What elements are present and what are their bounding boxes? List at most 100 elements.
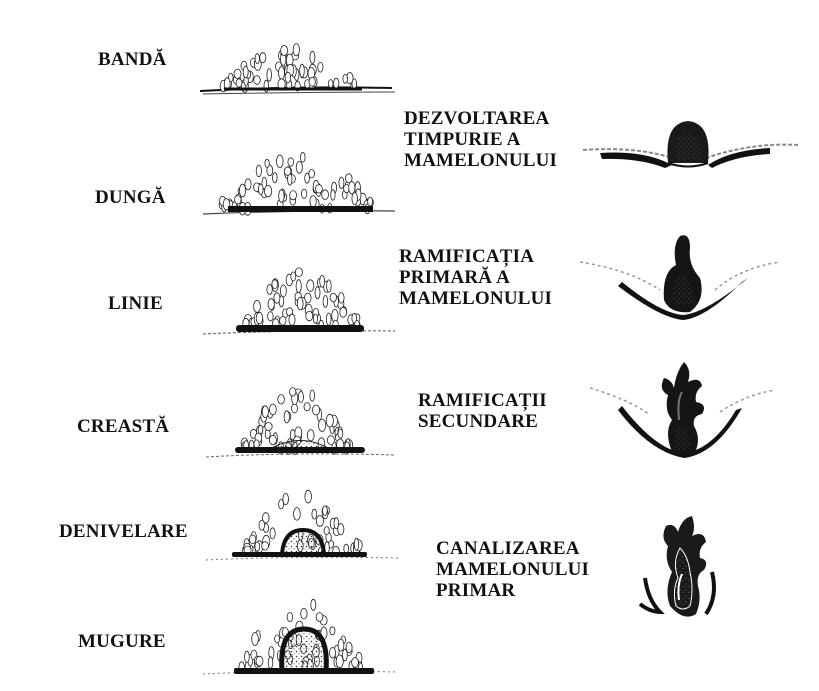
- epithelial-cell: [339, 293, 345, 304]
- epithelial-cell: [354, 538, 358, 550]
- epithelial-cell: [289, 314, 295, 325]
- epithelial-cell: [310, 196, 316, 208]
- epithelial-cell: [272, 280, 278, 289]
- epithelial-cell: [349, 181, 355, 194]
- epithelial-cell: [284, 411, 289, 423]
- epithelial-cell: [343, 74, 348, 83]
- epithelial-cell: [255, 54, 259, 64]
- epithelial-cell: [307, 280, 314, 292]
- primary-nipple-branching-drawing: [580, 235, 780, 320]
- epithelial-cell: [340, 307, 347, 317]
- epithelial-cell: [297, 297, 303, 310]
- epithelial-cell: [322, 190, 329, 200]
- epithelial-cell: [262, 542, 269, 550]
- epithelial-cell: [316, 613, 323, 622]
- mammary-bud-drawing: [203, 599, 398, 674]
- epithelial-cell: [280, 316, 286, 325]
- epithelial-cell: [258, 425, 263, 433]
- epidermal-ridge-drawing: [203, 152, 395, 215]
- epithelial-cell: [304, 403, 310, 411]
- epithelial-cell: [315, 287, 320, 299]
- epithelial-cell: [243, 66, 248, 78]
- epithelial-cell: [265, 185, 272, 196]
- epithelial-cell: [290, 191, 297, 200]
- epithelial-cell: [338, 524, 344, 535]
- epithelial-cell: [268, 657, 273, 669]
- epithelial-cell: [278, 395, 285, 404]
- epithelial-cell: [277, 155, 284, 168]
- epithelial-cell: [269, 435, 276, 444]
- epithelial-cell: [254, 300, 261, 312]
- epithelial-cell: [245, 179, 251, 190]
- epithelial-cell: [346, 642, 352, 653]
- epithelial-cell: [275, 635, 280, 643]
- epithelial-cell: [301, 189, 306, 198]
- epithelial-cell: [309, 170, 315, 178]
- epithelial-cell: [338, 639, 344, 651]
- epithelial-cell: [318, 62, 323, 72]
- epithelial-cell: [249, 535, 255, 544]
- epithelial-cell: [267, 69, 272, 82]
- epithelial-cell: [280, 285, 286, 297]
- epithelial-cell: [268, 312, 274, 321]
- mammary-crest-drawing: [206, 388, 395, 457]
- epithelial-cell: [234, 69, 241, 78]
- epithelial-cell: [307, 430, 314, 441]
- epithelial-cell: [328, 80, 333, 88]
- epithelial-cell: [288, 158, 294, 166]
- mammary-line-drawing: [203, 268, 395, 334]
- epithelial-cell: [315, 185, 322, 193]
- epithelial-cell: [319, 419, 326, 431]
- epithelial-cell: [310, 51, 315, 63]
- epithelial-cell: [295, 268, 302, 277]
- epithelial-cell: [287, 613, 293, 622]
- epithelium-cells: [243, 268, 360, 332]
- epidermis-band-drawing: [200, 44, 395, 94]
- epithelial-cell: [284, 167, 291, 175]
- epithelial-cell: [346, 174, 353, 183]
- epithelial-cell: [327, 436, 334, 445]
- epithelial-cell: [352, 193, 358, 205]
- epithelial-cell: [268, 299, 274, 310]
- epithelial-cell: [330, 627, 335, 635]
- epithelial-cell: [296, 161, 302, 173]
- epithelial-cell: [279, 67, 285, 80]
- epithelial-cell: [310, 390, 315, 401]
- epithelium-cells: [219, 152, 373, 215]
- epithelial-cell: [298, 392, 303, 403]
- epithelial-cell: [324, 527, 329, 535]
- epithelial-cell: [260, 53, 266, 63]
- epithelial-cell: [256, 656, 263, 666]
- epithelial-cell: [263, 513, 270, 523]
- epithelial-cell: [270, 404, 277, 415]
- epithelial-cell: [254, 76, 261, 85]
- epithelial-cell: [334, 78, 339, 88]
- epithelial-cell: [256, 312, 262, 324]
- epithelial-cell: [331, 190, 335, 200]
- epithelial-cell: [339, 177, 344, 189]
- epithelial-cell: [313, 314, 317, 323]
- mammary-hillock-drawing: [206, 490, 398, 560]
- epithelial-cell: [281, 46, 288, 56]
- epithelial-cell: [262, 406, 268, 418]
- epithelial-cell: [273, 173, 278, 183]
- epithelial-cell: [313, 405, 320, 415]
- epithelial-cell: [326, 414, 333, 427]
- epithelial-cell: [330, 648, 336, 658]
- epithelial-cell: [352, 313, 357, 323]
- epithelial-cell: [235, 196, 242, 204]
- epithelial-cell: [256, 165, 261, 177]
- epithelial-cell: [352, 79, 357, 89]
- epithelial-cell: [259, 184, 264, 194]
- epithelial-cell: [285, 72, 291, 83]
- epithelial-cell: [296, 280, 301, 293]
- secondary-branching-drawing: [590, 362, 775, 458]
- early-nipple-development-drawing: [583, 121, 798, 168]
- epithelial-cell: [320, 275, 325, 287]
- epithelial-cell: [252, 633, 259, 646]
- epithelial-cell: [301, 152, 306, 162]
- epithelial-cell: [301, 608, 307, 619]
- epithelial-cell: [344, 544, 349, 553]
